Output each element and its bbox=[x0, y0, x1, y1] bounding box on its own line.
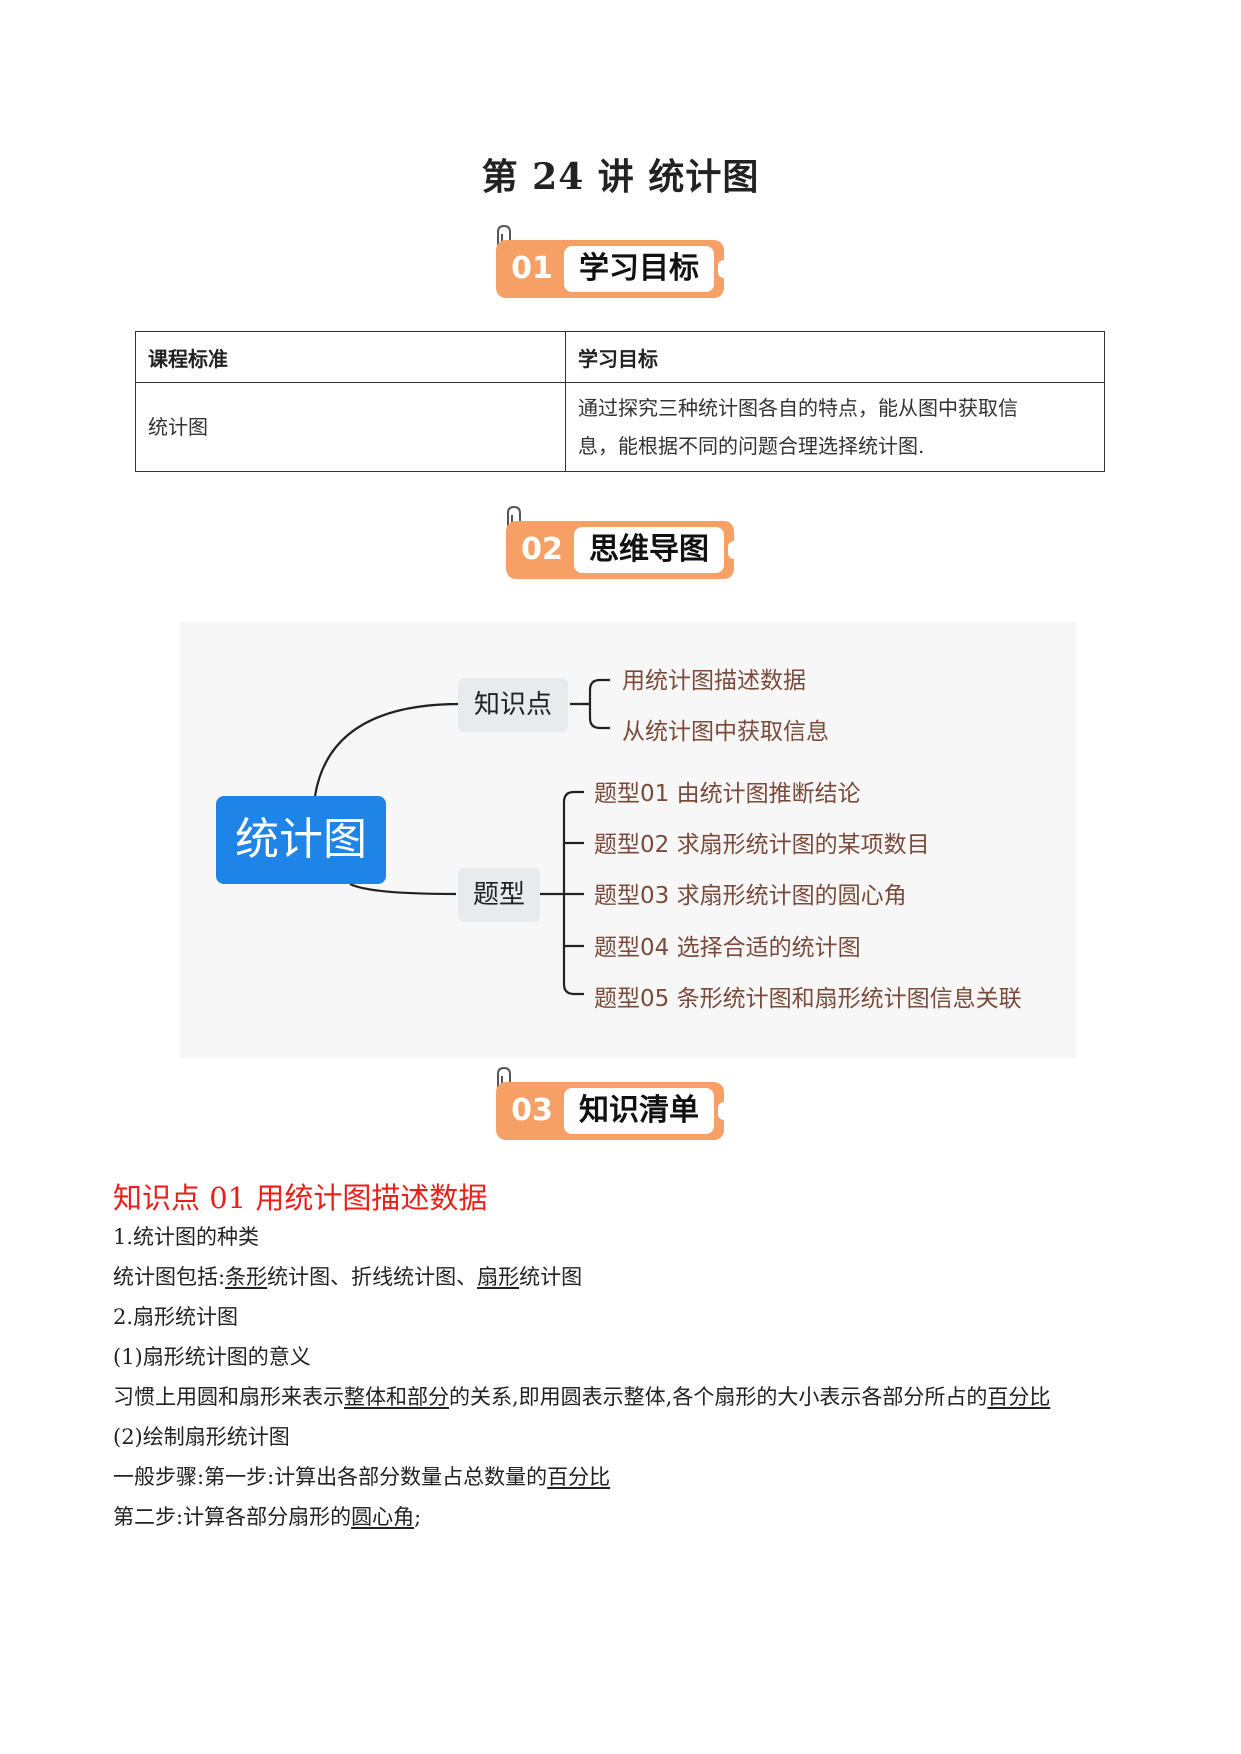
knowledge-point-title: 知识点 01 用统计图描述数据 bbox=[113, 1181, 488, 1215]
page-title: 第 24 讲 统计图 bbox=[481, 156, 760, 198]
text-line: 统计图包括:条形统计图、折线统计图、扇形统计图 bbox=[113, 1262, 582, 1292]
underlined-term: 百分比 bbox=[987, 1385, 1051, 1409]
mind-map-connectors bbox=[313, 678, 610, 996]
underlined-term: 扇形 bbox=[477, 1265, 520, 1289]
badge-number: 03 bbox=[511, 1093, 553, 1128]
badge-number: 02 bbox=[521, 532, 563, 567]
mind-map-leaf: 题型04 选择合适的统计图 bbox=[594, 935, 861, 961]
mind-map: 统计图 知识点 题型 用统计图描述数据 从统计图中获取信息 题型01 由统计图推… bbox=[180, 622, 1076, 1058]
mind-map-leaf: 题型05 条形统计图和扇形统计图信息关联 bbox=[594, 986, 1022, 1012]
text-line: (2)绘制扇形统计图 bbox=[113, 1425, 290, 1449]
badge-notch bbox=[728, 541, 740, 559]
badge-notch bbox=[718, 1102, 730, 1120]
goal-line-1: 通过探究三种统计图各自的特点，能从图中获取信 bbox=[578, 396, 1018, 420]
text-line: 1.统计图的种类 bbox=[113, 1225, 260, 1249]
mind-map-leaf: 题型03 求扇形统计图的圆心角 bbox=[594, 883, 907, 909]
badge-label: 学习目标 bbox=[564, 246, 714, 292]
badge-label: 知识清单 bbox=[564, 1088, 714, 1134]
cell-goal: 通过探究三种统计图各自的特点，能从图中获取信 息，能根据不同的问题合理选择统计图… bbox=[565, 382, 1105, 472]
text-line: 第二步:计算各部分扇形的圆心角; bbox=[113, 1502, 421, 1532]
mind-map-leaf: 题型01 由统计图推断结论 bbox=[594, 781, 861, 807]
underlined-term: 圆心角 bbox=[351, 1505, 415, 1529]
header-standard: 课程标准 bbox=[135, 331, 566, 383]
text-span: 第二步:计算各部分扇形的 bbox=[113, 1505, 352, 1529]
badge-number: 01 bbox=[511, 251, 553, 286]
goals-table: 课程标准 学习目标 统计图 通过探究三种统计图各自的特点，能从图中获取信 息，能… bbox=[135, 331, 1105, 472]
text-span: 习惯上用圆和扇形来表示 bbox=[113, 1385, 344, 1409]
section-badge-goals: 01 学习目标 bbox=[492, 224, 732, 298]
table-header-row: 课程标准 学习目标 bbox=[135, 331, 1105, 383]
mind-map-branch-question-types: 题型 bbox=[458, 868, 540, 922]
text-span: 的关系,即用圆表示整体,各个扇形的大小表示各部分所占的 bbox=[449, 1385, 988, 1409]
text-span: 统计图包括: bbox=[113, 1265, 226, 1289]
text-line: (1)扇形统计图的意义 bbox=[113, 1345, 311, 1369]
underlined-term: 整体和部分 bbox=[344, 1385, 449, 1409]
text-span: 统计图、折线统计图、 bbox=[267, 1265, 478, 1289]
text-span: ; bbox=[414, 1505, 422, 1529]
mind-map-leaf: 用统计图描述数据 bbox=[622, 668, 806, 694]
mind-map-leaf: 题型02 求扇形统计图的某项数目 bbox=[594, 832, 930, 858]
text-line: 一般步骤:第一步:计算出各部分数量占总数量的百分比 bbox=[113, 1462, 610, 1492]
text-span: 统计图 bbox=[519, 1265, 583, 1289]
section-badge-mindmap: 02 思维导图 bbox=[502, 505, 742, 579]
badge-label: 思维导图 bbox=[574, 527, 724, 573]
text-line: 习惯上用圆和扇形来表示整体和部分的关系,即用圆表示整体,各个扇形的大小表示各部分… bbox=[113, 1382, 1050, 1412]
header-goal: 学习目标 bbox=[565, 331, 1105, 383]
table-row: 统计图 通过探究三种统计图各自的特点，能从图中获取信 息，能根据不同的问题合理选… bbox=[135, 382, 1105, 472]
text-line: 2.扇形统计图 bbox=[113, 1305, 239, 1329]
underlined-term: 百分比 bbox=[547, 1465, 611, 1489]
cell-standard: 统计图 bbox=[135, 382, 566, 472]
text-span: 一般步骤:第一步:计算出各部分数量占总数量的 bbox=[113, 1465, 548, 1489]
mind-map-branch-knowledge: 知识点 bbox=[458, 678, 568, 732]
mind-map-root: 统计图 bbox=[216, 796, 386, 884]
section-badge-knowledge: 03 知识清单 bbox=[492, 1066, 732, 1140]
mind-map-leaf: 从统计图中获取信息 bbox=[622, 719, 829, 745]
underlined-term: 条形 bbox=[225, 1265, 268, 1289]
badge-notch bbox=[718, 260, 730, 278]
goal-line-2: 息，能根据不同的问题合理选择统计图. bbox=[578, 434, 925, 458]
